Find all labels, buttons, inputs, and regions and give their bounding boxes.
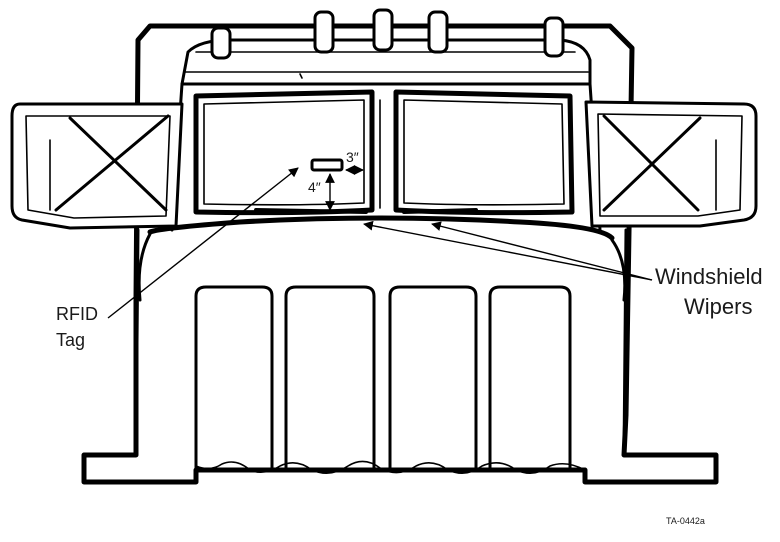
rfid-callout-line [107,167,299,319]
rfid-label-line1: RFID [56,304,98,324]
grille-panels [194,285,572,472]
roof-marker-lights [210,8,565,60]
windshield-right [393,89,575,216]
torn-edge [195,460,586,474]
wipers-label-line1: Windshield [655,264,763,289]
wiper-callout-line-right [431,221,653,281]
dim-label-vertical: 4″ [308,179,321,195]
figure-id: TA-0442a [666,516,705,526]
rfid-tag-marker [310,158,344,172]
windshield-wipers-graphic [254,208,478,214]
rfid-label-line2: Tag [56,330,85,350]
hood-left-curve [137,232,152,302]
dim-label-horizontal: 3″ [346,149,359,165]
hood-top-edge [147,215,615,241]
left-mirror [10,102,184,230]
wiper-callout-line-left [363,220,653,281]
right-mirror [584,100,758,228]
hood-right-curve [610,238,627,302]
wipers-label-line2: Wipers [684,294,752,319]
